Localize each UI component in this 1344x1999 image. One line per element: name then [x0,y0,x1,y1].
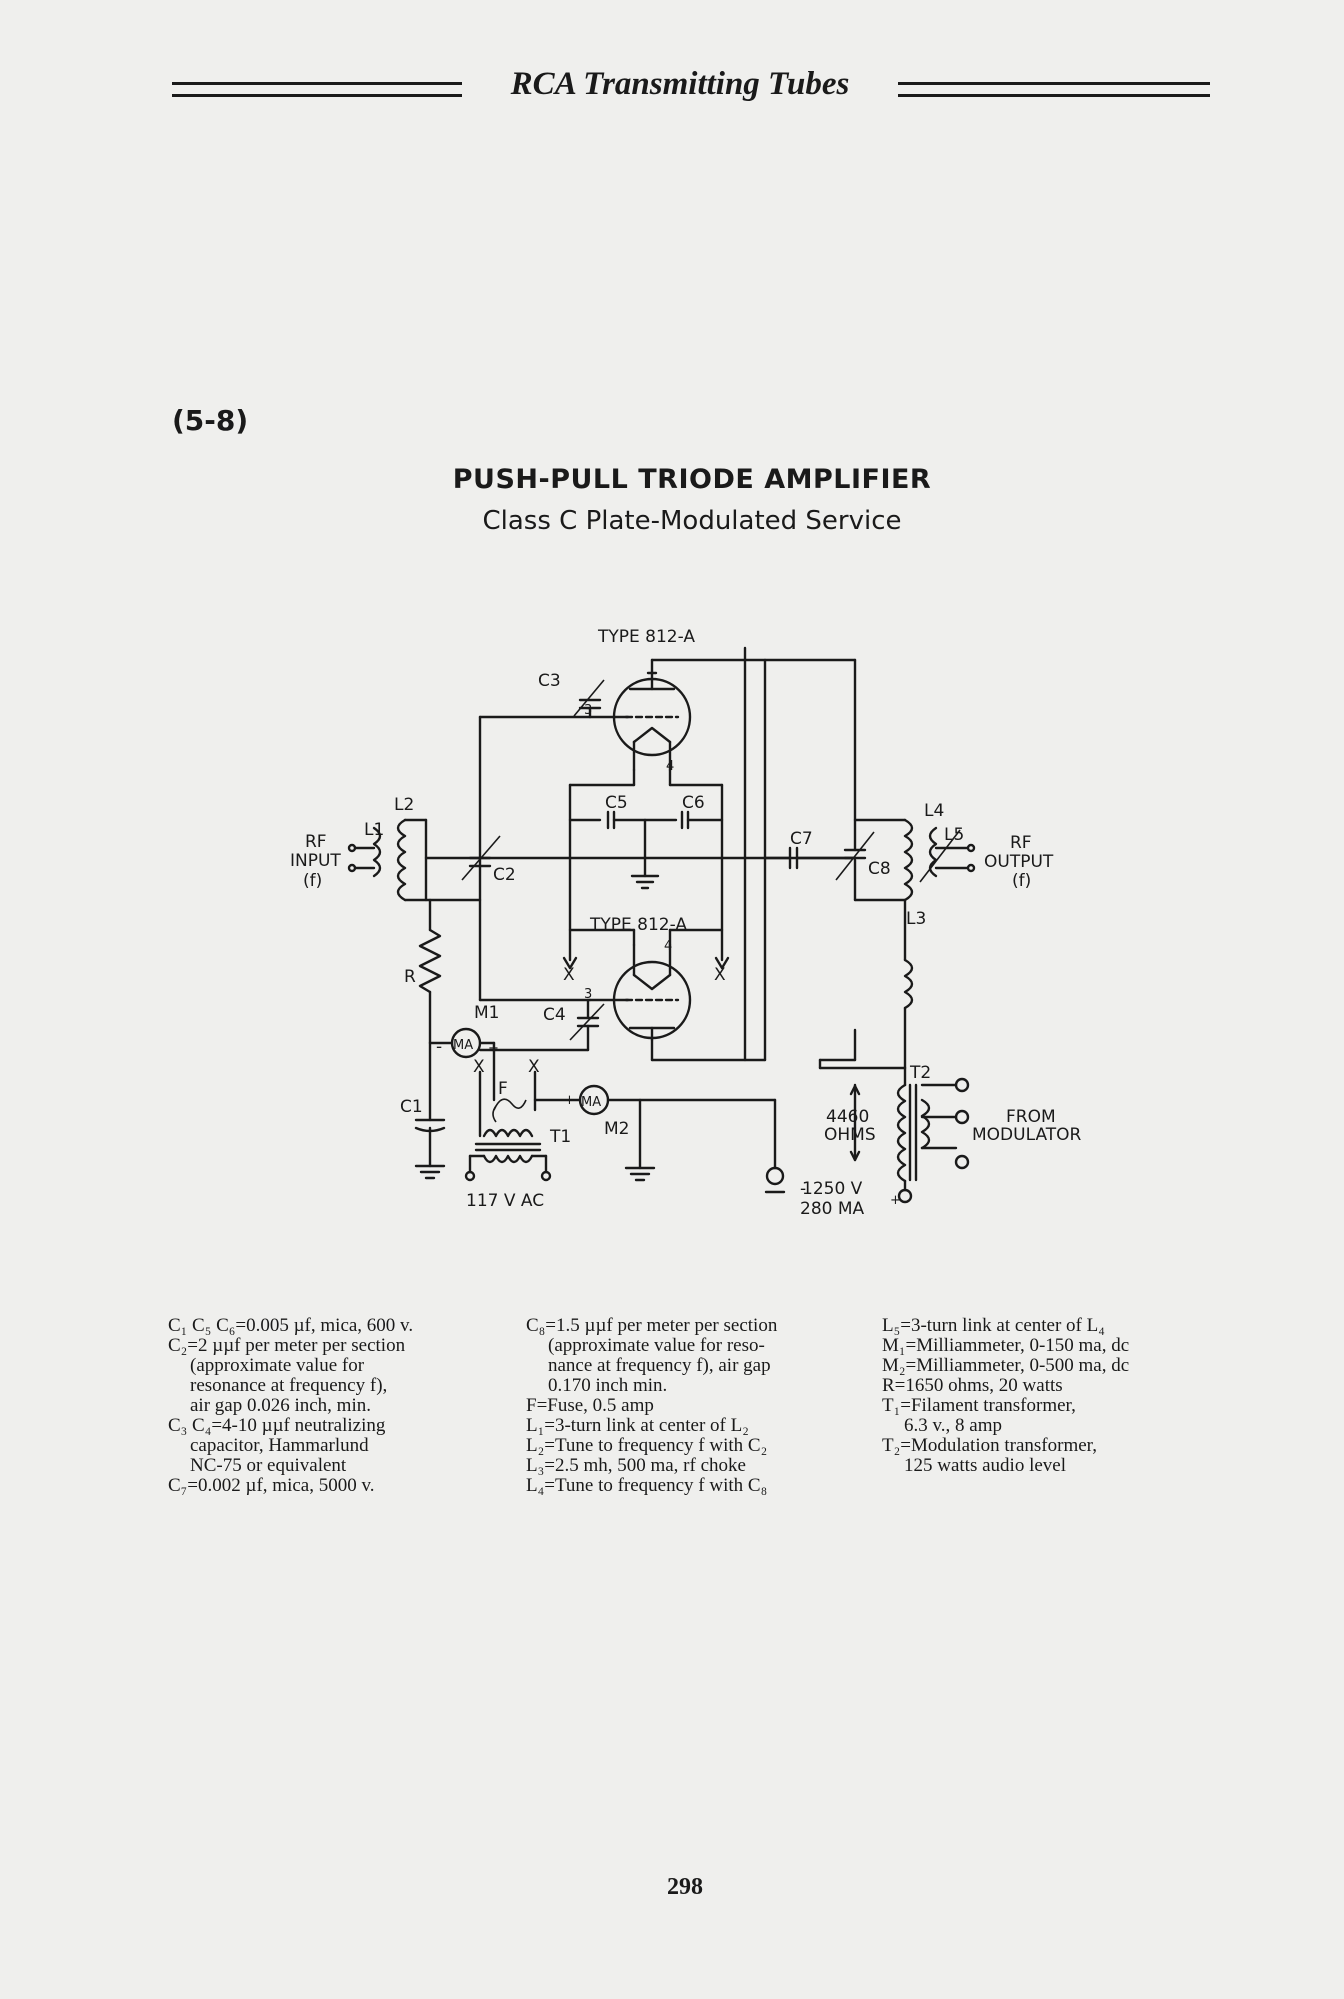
filament-circuit [464,1070,786,1194]
label-r: R [404,967,416,987]
label-supply-minus: - [800,1179,806,1199]
label-pin3-top: 3 [584,703,592,718]
tube-bottom [588,943,692,1042]
label-c8: C8 [868,859,891,879]
label-f: F [498,1079,508,1099]
label-ohms-2: OHMS [824,1125,876,1145]
label-l4: L4 [924,801,944,821]
label-supply-voltage: 1250 V [802,1179,863,1199]
note-line: C₈=1.5 µµf per meter per section [526,1315,778,1336]
header-rule-left [172,82,462,97]
note-line: M₂=Milliammeter, 0-500 ma, dc [882,1355,1130,1376]
label-c7: C7 [790,829,813,849]
label-t1: T1 [549,1127,571,1147]
note-line: C₂=2 µµf per meter per section [168,1335,406,1356]
label-m2-plus: + [564,1093,575,1108]
note-line: capacitor, Hammarlund [190,1435,369,1456]
note-line: T₁=Filament transformer, [882,1395,1076,1416]
label-c3: C3 [538,671,561,691]
label-rf-output-2: OUTPUT [984,852,1054,872]
note-line: (approximate value for reso- [548,1335,765,1356]
note-line: L₁=3-turn link at center of L₂ [526,1415,749,1436]
figure-number: (5-8) [172,404,249,437]
note-line: 0.170 inch min. [548,1375,668,1396]
label-c4: C4 [543,1005,566,1025]
label-x-fil-left: X [473,1057,485,1077]
tube-top [588,671,692,772]
label-rf-output-1: RF [1010,833,1032,853]
header-title: RCA Transmitting Tubes [510,66,850,102]
label-l2: L2 [394,795,414,815]
note-line: F=Fuse, 0.5 amp [526,1395,654,1416]
label-x-fil-right: X [528,1057,540,1077]
label-type-top: TYPE 812-A [597,627,695,647]
note-line: C₃ C₄=4-10 µµf neutralizing [168,1415,386,1436]
label-pin3-bottom: 3 [584,987,592,1002]
note-line: R=1650 ohms, 20 watts [882,1375,1063,1396]
label-c1: C1 [400,1097,423,1117]
label-x-grid-right: X [714,965,726,985]
circuit-title: PUSH-PULL TRIODE AMPLIFIER [452,464,932,495]
label-l1: L1 [364,820,384,840]
header-rule-right [898,82,1210,97]
notes-column-3: L₅=3-turn link at center of L₄ M₁=Millia… [882,1316,1129,1476]
label-pin4-bottom: 4 [664,939,672,954]
note-line: L₄=Tune to frequency f with C₈ [526,1475,768,1496]
note-line: C₇=0.002 µf, mica, 5000 v. [168,1475,375,1496]
label-t2: T2 [909,1063,931,1083]
label-rf-input-2: INPUT [290,851,341,871]
note-line: C₁ C₅ C₆=0.005 µf, mica, 600 v. [168,1315,414,1336]
label-c5: C5 [605,793,628,813]
grid-bias [414,928,496,1180]
output-tank [763,818,976,1204]
label-l3: L3 [906,909,926,929]
label-pin4-top: 4 [666,759,674,774]
note-line: L₂=Tune to frequency f with C₂ [526,1435,768,1456]
label-ohms-1: 4460 [826,1107,869,1127]
note-line: 6.3 v., 8 amp [904,1415,1002,1436]
label-rf-output-3: (f) [1012,871,1031,891]
note-line: resonance at frequency f), [190,1375,388,1396]
note-line: L₅=3-turn link at center of L₄ [882,1315,1105,1336]
label-ma-m2: MA [581,1095,601,1110]
note-line: nance at frequency f), air gap [548,1355,771,1376]
note-line: L₃=2.5 mh, 500 ma, rf choke [526,1455,746,1476]
page-number: 298 [667,1874,703,1900]
label-m1: M1 [474,1003,499,1023]
note-line: M₁=Milliammeter, 0-150 ma, dc [882,1335,1130,1356]
label-m2: M2 [604,1119,629,1139]
notes-column-2: C₈=1.5 µµf per meter per section (approx… [526,1316,777,1496]
label-ma-m1: MA [453,1038,473,1053]
note-line: (approximate value for [190,1355,365,1376]
label-rf-input-3: (f) [303,871,322,891]
label-m1-minus: - [436,1037,442,1057]
label-from-modulator-1: FROM [1006,1107,1056,1127]
label-type-bottom: TYPE 812-A [589,915,687,935]
running-header: RCA Transmitting Tubes [0,62,1344,112]
note-line: 125 watts audio level [904,1455,1066,1476]
label-supply-plus: + [890,1193,901,1208]
notes-column-1: C₁ C₅ C₆=0.005 µf, mica, 600 v. C₂=2 µµf… [168,1316,413,1496]
label-ac: 117 V AC [466,1191,544,1211]
label-x-grid-left: X [563,965,575,985]
label-from-modulator-2: MODULATOR [972,1125,1082,1145]
circuit-subtitle: Class C Plate-Modulated Service [482,506,902,536]
label-c2: C2 [493,865,516,885]
input-tank [347,818,501,932]
note-line: NC-75 or equivalent [190,1455,347,1476]
note-line: T₂=Modulation transformer, [882,1435,1097,1456]
label-supply-current: 280 MA [800,1199,865,1219]
label-l5: L5 [944,825,964,845]
schematic-labels: TYPE 812-A C3 3 4 L2 L1 RF INPUT (f) C2 … [290,627,1082,1219]
label-rf-input-1: RF [305,832,327,852]
note-line: air gap 0.026 inch, min. [190,1395,371,1416]
label-m1-plus: + [488,1041,499,1056]
label-c6: C6 [682,793,705,813]
